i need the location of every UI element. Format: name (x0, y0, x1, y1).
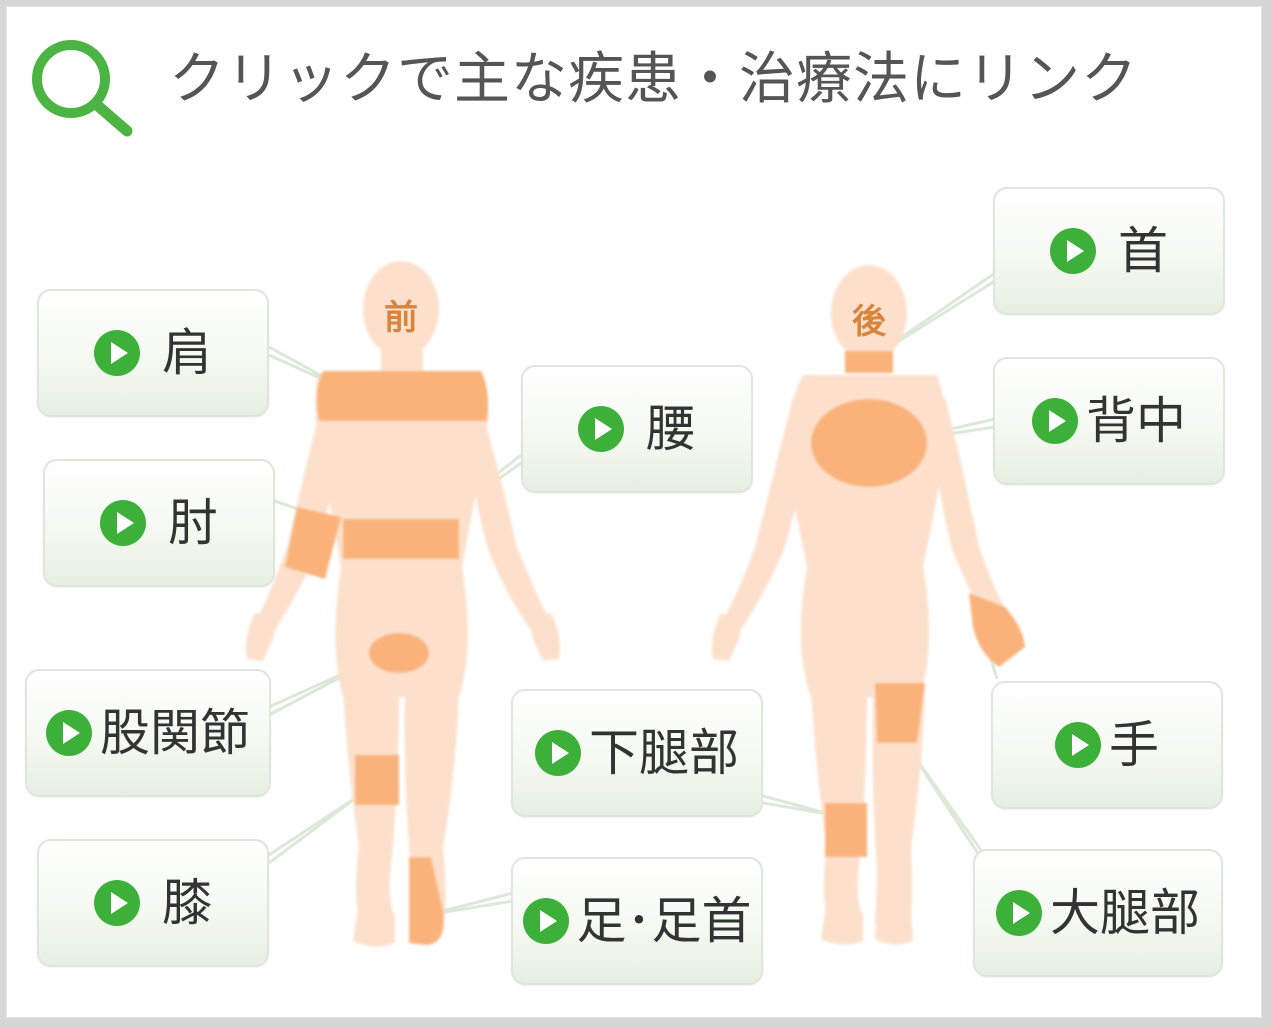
play-icon (94, 880, 140, 926)
elbow-button[interactable]: 肘 (43, 459, 275, 587)
play-icon (46, 710, 92, 756)
page-title: クリックで主な疾患・治療法にリンク (169, 47, 1138, 112)
play-icon (996, 890, 1042, 936)
back-label: 後 (852, 302, 887, 342)
knee-button[interactable]: 膝 (37, 839, 269, 967)
upper-back-label: 背中 (1086, 392, 1186, 450)
front-body-figure (246, 261, 560, 947)
upper-back-button[interactable]: 背中 (993, 357, 1225, 485)
hip-joint-button[interactable]: 股関節 (25, 669, 271, 797)
play-icon (578, 406, 624, 452)
elbow-label: 肘 (168, 494, 218, 552)
play-icon (1050, 228, 1096, 274)
body-map-panel: クリックで主な疾患・治療法にリンク (6, 6, 1262, 1018)
play-icon (535, 730, 581, 776)
search-icon (32, 40, 133, 137)
neck-button[interactable]: 首 (993, 187, 1225, 315)
body-figures: 前 後 (246, 261, 1025, 947)
neck-label: 首 (1118, 222, 1168, 280)
shoulder-button[interactable]: 肩 (37, 289, 269, 417)
hip-joint-label: 股関節 (100, 704, 250, 762)
front-label: 前 (384, 298, 418, 338)
thigh-label: 大腿部 (1050, 884, 1200, 942)
hand-button[interactable]: 手 (991, 681, 1223, 809)
foot-ankle-button[interactable]: 足･足首 (511, 857, 763, 985)
play-icon (1055, 722, 1101, 768)
hand-label: 手 (1109, 716, 1159, 774)
lower-back-button[interactable]: 腰 (521, 365, 753, 493)
header: クリックで主な疾患・治療法にリンク (27, 37, 1227, 137)
lower-leg-button[interactable]: 下腿部 (511, 689, 763, 817)
play-icon (1032, 398, 1078, 444)
lower-leg-label: 下腿部 (589, 724, 739, 782)
shoulder-label: 肩 (162, 324, 212, 382)
play-icon (522, 898, 569, 944)
knee-label: 膝 (162, 874, 212, 932)
lower-back-label: 腰 (646, 400, 696, 458)
play-icon (100, 500, 146, 546)
thigh-button[interactable]: 大腿部 (973, 849, 1223, 977)
back-body-figure (712, 265, 1025, 945)
play-icon (94, 330, 140, 376)
foot-ankle-label: 足･足首 (576, 892, 752, 950)
